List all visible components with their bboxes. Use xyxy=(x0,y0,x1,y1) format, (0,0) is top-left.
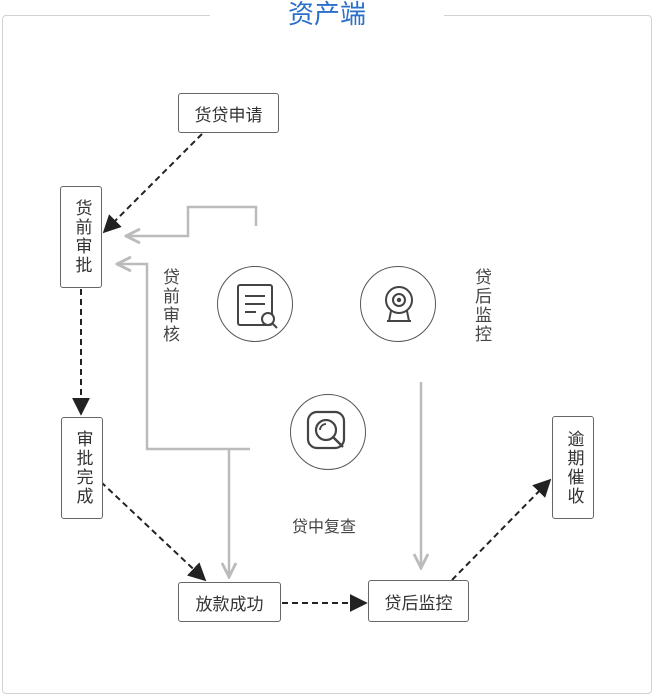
webcam-icon xyxy=(385,286,413,322)
pre-approve-box: 货前审批 xyxy=(60,186,102,288)
apply-to-pre-approve-arrow xyxy=(102,133,203,234)
diagram-title: 资产端 xyxy=(210,0,444,32)
done-to-loan-arrow xyxy=(100,481,207,582)
pre-review-label: 贷前审核 xyxy=(159,268,179,344)
mid-review-circle xyxy=(290,394,366,470)
magnifier-icon xyxy=(306,410,346,450)
approve-done-box: 审批完成 xyxy=(61,417,103,519)
monitor-to-collect-arrow xyxy=(451,478,552,581)
mid-review-label: 贷中复查 xyxy=(292,517,357,536)
loan-success-box: 放款成功 xyxy=(178,582,281,622)
post-monitor-label: 贷后监控 xyxy=(471,268,491,344)
document-search-icon xyxy=(237,284,278,329)
pre-review-loop-arrow xyxy=(117,264,250,451)
pre-review-circle xyxy=(217,266,293,342)
overdue-collect-box: 逾期催收 xyxy=(552,416,594,519)
post-monitor-box: 贷后监控 xyxy=(368,580,469,622)
post-monitor-circle xyxy=(360,266,436,342)
pre-review-top-arrow xyxy=(126,205,258,236)
apply-box: 货贷申请 xyxy=(178,93,279,133)
